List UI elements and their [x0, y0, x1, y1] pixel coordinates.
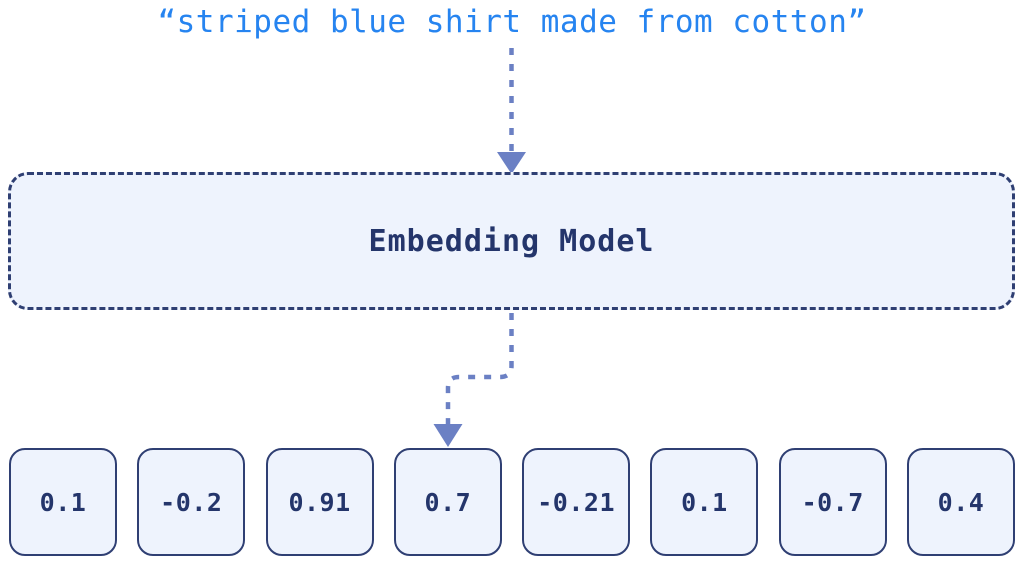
vector-cell-2: -0.2: [137, 448, 246, 556]
vector-value: 0.1: [681, 487, 728, 517]
vector-cell-4: 0.7: [393, 448, 502, 556]
vector-cell-3: 0.91: [265, 448, 374, 556]
query-text: “striped blue shirt made from cotton”: [157, 4, 867, 40]
vector-value: 0.1: [39, 487, 87, 517]
embedding-vector-row: 0.1 -0.2 0.91 0.7 -0.21 0.1 -0.7 0.4: [9, 448, 1015, 556]
embedding-model-label: Embedding Model: [368, 223, 655, 259]
vector-cell-6: 0.1: [650, 448, 759, 556]
model-to-vector-arrow: [433, 313, 514, 447]
vector-cell-1: 0.1: [9, 448, 117, 556]
vector-cell-8: 0.4: [906, 448, 1015, 556]
embedding-model-box: Embedding Model: [8, 172, 1015, 310]
vector-value: -0.2: [160, 487, 223, 517]
vector-value: 0.7: [424, 487, 472, 517]
vector-value: -0.7: [801, 487, 864, 517]
vector-cell-5: -0.21: [522, 448, 631, 556]
vector-value: 0.4: [937, 487, 985, 517]
vector-value: -0.21: [537, 487, 615, 517]
query-to-model-arrow: [497, 48, 526, 174]
vector-cell-7: -0.7: [778, 448, 887, 556]
vector-value: 0.91: [288, 487, 351, 517]
